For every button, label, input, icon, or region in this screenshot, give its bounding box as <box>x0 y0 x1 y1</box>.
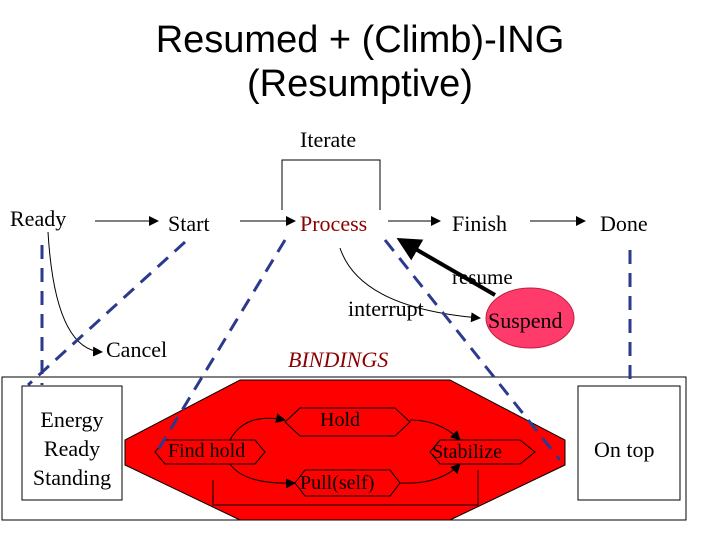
pull-to-stabilize-arrow <box>399 463 461 484</box>
findhold-to-hold-arrow <box>229 413 286 441</box>
iterate-loop <box>281 159 381 210</box>
iterate-label: Iterate <box>300 127 357 152</box>
resume-arrow <box>396 237 497 297</box>
state-done: Done <box>600 211 648 236</box>
find-hold-shape <box>154 439 266 465</box>
state-suspend: Suspend <box>488 308 563 333</box>
interrupt-arrow <box>339 247 481 323</box>
find-hold-label: Find hold <box>168 440 246 462</box>
dash-process-to-findhold <box>156 239 287 451</box>
state-start: Start <box>168 211 210 236</box>
bindings-heading: BINDINGS <box>288 347 389 372</box>
findhold-to-pull-arrow <box>229 463 296 489</box>
interrupt-label: interrupt <box>348 296 424 321</box>
title-line-2: (Resumptive) <box>247 63 473 105</box>
suspend-ellipse <box>485 287 575 349</box>
right-state-box <box>577 385 681 501</box>
left-box-line-1: Energy <box>40 407 104 432</box>
resume-label: resume <box>452 265 513 289</box>
pull-self-label: Pull(self) <box>300 472 375 494</box>
dash-process-to-stabilize <box>383 239 562 461</box>
on-top-label: On top <box>594 437 655 462</box>
state-ready: Ready <box>10 206 67 231</box>
left-box-line-3: Standing <box>32 465 112 490</box>
stabilize-label: Stabilize <box>432 441 502 463</box>
hold-label: Hold <box>320 409 360 431</box>
bindings-loop-line <box>212 470 479 506</box>
binding-dashed-lines <box>26 239 632 461</box>
hold-to-stabilize-arrow <box>409 419 461 441</box>
bindings-octagon <box>124 379 566 521</box>
left-state-box <box>21 385 123 501</box>
ready-to-cancel-arrow <box>47 231 103 357</box>
title-line-1: Resumed + (Climb)-ING <box>155 19 565 61</box>
state-process: Process <box>300 211 368 236</box>
stabilize-shape <box>429 439 536 465</box>
state-finish: Finish <box>452 211 508 236</box>
left-box-text: Energy Ready Standing <box>22 405 122 492</box>
left-box-line-2: Ready <box>43 436 101 461</box>
state-cancel: Cancel <box>106 337 168 362</box>
dash-start-to-findhold <box>26 240 187 387</box>
